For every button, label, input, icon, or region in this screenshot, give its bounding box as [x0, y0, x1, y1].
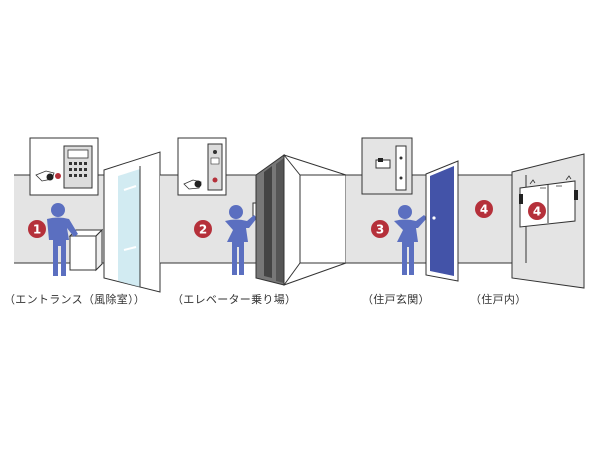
marker-4a: [475, 200, 493, 218]
elevator-panel-icon: [207, 143, 223, 191]
marker-2-label: 2: [199, 223, 207, 237]
alarm-lamp-icon: [529, 175, 572, 189]
marker-4b: [528, 202, 546, 220]
corridor: [283, 154, 347, 286]
elevator-scene: 2: [160, 137, 285, 286]
caption-entrance: （エントランス（風除室））: [4, 293, 146, 306]
card-reader-icon: [212, 177, 218, 183]
entrance-scene: 1: [14, 137, 120, 276]
marker-4b-label: 4: [533, 205, 541, 219]
person-icon: [47, 203, 78, 276]
door-lock-callout: [361, 137, 413, 195]
person-icon: [225, 205, 257, 275]
person-icon: [394, 205, 427, 275]
glass-door: [103, 151, 161, 293]
caption-elevator: （エレベーター乗り場）: [172, 293, 297, 306]
entrance-callout: [29, 137, 99, 196]
marker-3: [371, 220, 389, 238]
caption-front-door: （住戸玄関）: [362, 293, 430, 306]
reception-desk: [69, 235, 97, 271]
inside-scene: 4: [511, 153, 585, 289]
marker-4a-label: 4: [480, 203, 488, 217]
marker-1: [28, 220, 46, 238]
caption-inside: （住戸内）: [470, 293, 527, 306]
marker-3-label: 3: [376, 223, 384, 237]
card-reader-icon: [55, 173, 61, 179]
marker-1-label: 1: [33, 223, 41, 237]
elevator-callout: [177, 137, 227, 196]
front-door-scene: 3 4: [346, 137, 526, 282]
marker-2: [194, 220, 212, 238]
